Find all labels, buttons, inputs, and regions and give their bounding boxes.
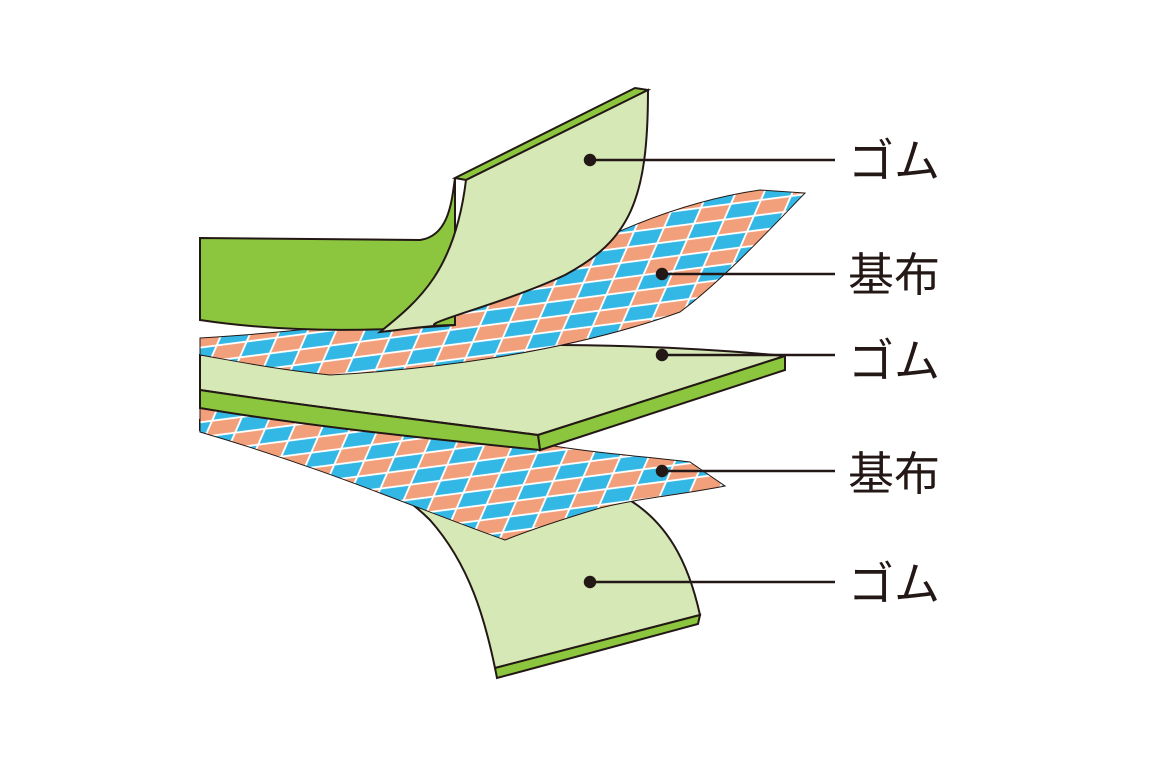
- label-fabric-lower: 基布: [848, 447, 940, 501]
- label-rubber-bottom: ゴム: [848, 557, 940, 611]
- rubber-layer-top: [199, 86, 652, 334]
- label-fabric-upper: 基布: [848, 248, 940, 302]
- label-rubber-middle: ゴム: [848, 334, 940, 388]
- label-rubber-top: ゴム: [848, 134, 940, 188]
- leader-lines: [583, 153, 835, 589]
